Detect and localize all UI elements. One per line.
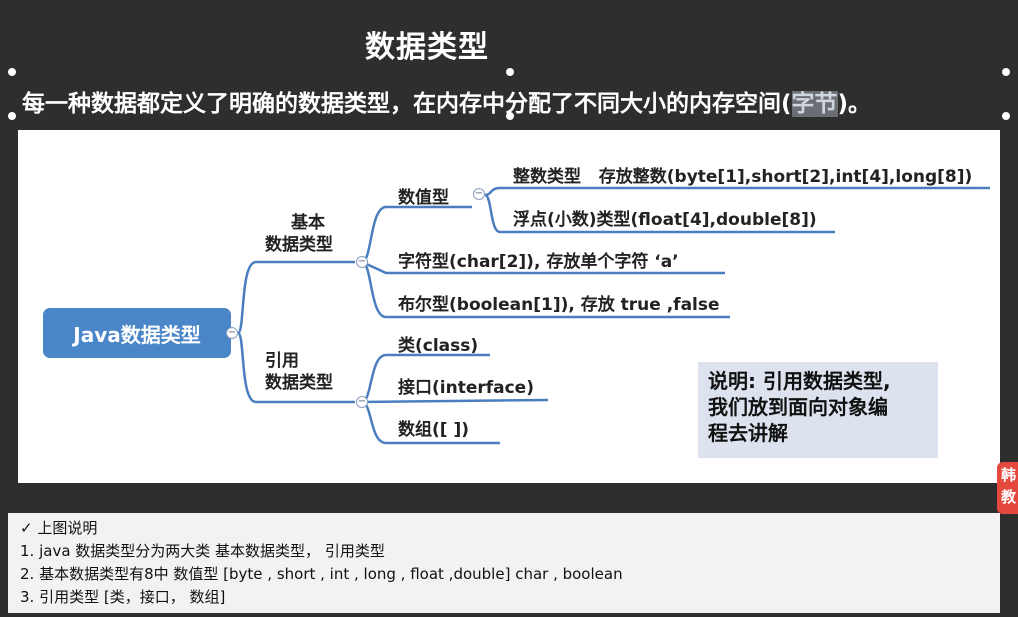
subtitle-text: 每一种数据都定义了明确的数据类型，在内存中分配了不同大小的内存空间( (22, 91, 792, 117)
collapse-icon[interactable]: − (356, 396, 368, 408)
resize-handle[interactable] (8, 68, 16, 76)
explanation-heading: ✓ 上图说明 (20, 519, 98, 537)
side-badge[interactable]: 韩教 (997, 462, 1018, 514)
slide-subtitle[interactable]: 每一种数据都定义了明确的数据类型，在内存中分配了不同大小的内存空间(字节)。 (22, 84, 871, 118)
explanation-item: 2. 基本数据类型有8中 数值型 [byte , short , int , l… (20, 565, 623, 583)
note-line: 程去讲解 (708, 421, 788, 445)
note-line: 说明: 引用数据类型, (708, 369, 891, 393)
node-class[interactable]: 类(class) (398, 336, 479, 356)
badge-text: 教 (1001, 488, 1017, 506)
resize-handle[interactable] (506, 112, 514, 120)
node-integer[interactable]: 整数类型 存放整数(byte[1],short[2],int[4],long[8… (513, 167, 973, 187)
node-label: 数据类型 (265, 235, 333, 255)
node-primitive[interactable]: 基本数据类型 (265, 212, 333, 256)
subtitle-end: )。 (837, 91, 872, 117)
node-numeric[interactable]: 数值型 (398, 188, 449, 208)
collapse-icon[interactable]: − (226, 327, 238, 339)
node-interface[interactable]: 接口(interface) (398, 378, 534, 398)
node-label: 引用 (265, 351, 299, 371)
subtitle-highlight: 字节 (791, 91, 838, 117)
node-array[interactable]: 数组([ ]) (398, 420, 469, 440)
note-line: 我们放到面向对象编 (708, 395, 888, 419)
node-reference[interactable]: 引用数据类型 (265, 350, 333, 394)
slide-title: 数据类型 (365, 30, 489, 65)
node-label: 数据类型 (265, 373, 333, 393)
explanation-item: 1. java 数据类型分为两大类 基本数据类型， 引用类型 (20, 542, 385, 560)
node-label: 基本 (291, 213, 325, 233)
resize-handle[interactable] (506, 68, 514, 76)
node-char[interactable]: 字符型(char[2]), 存放单个字符 ‘a’ (398, 252, 679, 272)
explanation-item: 3. 引用类型 [类，接口， 数组] (20, 588, 226, 606)
resize-handle[interactable] (1002, 68, 1010, 76)
resize-handle[interactable] (1002, 112, 1010, 120)
node-boolean[interactable]: 布尔型(boolean[1]), 存放 true ,false (398, 295, 720, 315)
root-node[interactable]: Java数据类型 (43, 308, 231, 358)
note-box: 说明: 引用数据类型,我们放到面向对象编程去讲解 (698, 362, 938, 458)
explanation-box: ✓ 上图说明 1. java 数据类型分为两大类 基本数据类型， 引用类型 2.… (8, 513, 1000, 613)
collapse-icon[interactable]: − (473, 188, 485, 200)
node-float[interactable]: 浮点(小数)类型(float[4],double[8]) (513, 210, 817, 230)
collapse-icon[interactable]: − (356, 256, 368, 268)
badge-text: 韩 (1001, 466, 1017, 484)
resize-handle[interactable] (8, 112, 16, 120)
